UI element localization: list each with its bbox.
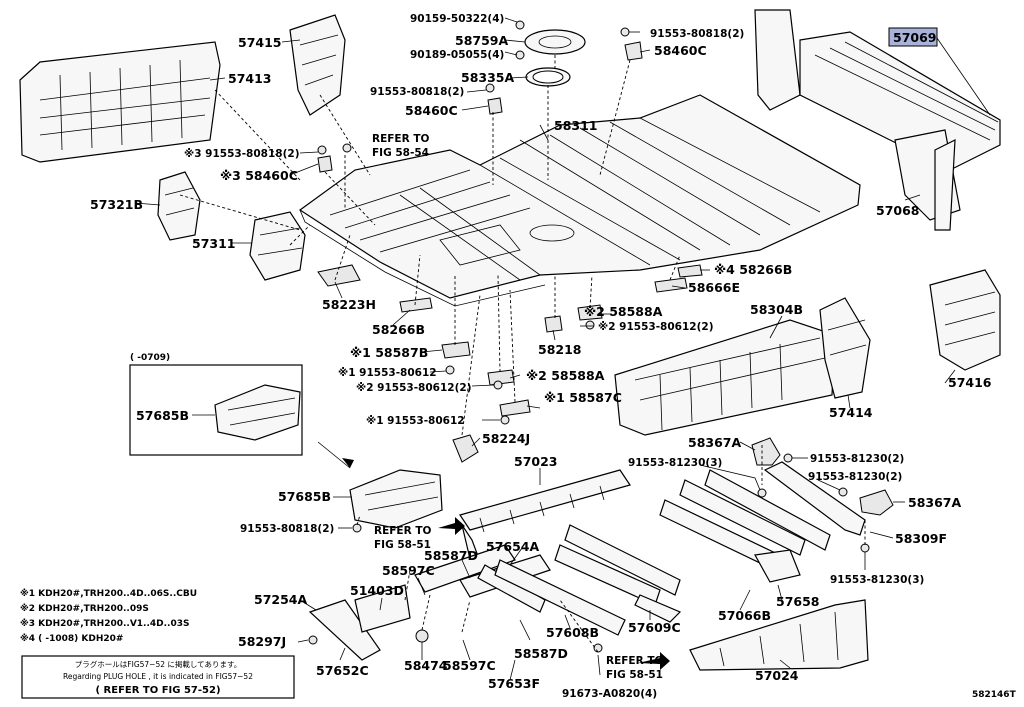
label-91553-80612-d[interactable]: ※2 91553-80612(2) <box>598 321 714 333</box>
label-57658[interactable]: 57658 <box>776 594 820 609</box>
bracket-58367A[interactable] <box>751 437 894 516</box>
footnote-3: ※3 KDH20#,TRH200..V1..4D..03S <box>20 618 189 629</box>
rail-57023[interactable] <box>459 469 631 581</box>
label-91553-80818-a[interactable]: 91553-80818(2) <box>650 28 744 40</box>
label-51403D[interactable]: 51403D <box>350 583 404 598</box>
label-57066B[interactable]: 57066B <box>718 608 771 623</box>
cover-57685B[interactable] <box>349 469 443 529</box>
label-91553-81230-b[interactable]: 91553-81230(2) <box>810 453 904 465</box>
refer-1-line2[interactable]: FIG 58-54 <box>372 147 429 159</box>
label-58266B-a[interactable]: 58266B <box>372 322 425 337</box>
arrow-to-57685B <box>317 441 351 469</box>
label-58304B[interactable]: 58304B <box>750 302 803 317</box>
label-91553-80818-c[interactable]: ※3 91553-80818(2) <box>184 148 300 160</box>
label-57068[interactable]: 57068 <box>876 203 920 218</box>
label-57024[interactable]: 57024 <box>755 668 799 683</box>
label-91553-80818-b[interactable]: 91553-80818(2) <box>370 86 464 98</box>
panel-57414[interactable] <box>819 297 871 399</box>
label-58587C[interactable]: ※1 58587C <box>544 390 622 405</box>
label-58309F[interactable]: 58309F <box>895 531 947 546</box>
label-57413[interactable]: 57413 <box>228 71 272 86</box>
label-91553-80818-d[interactable]: 91553-80818(2) <box>240 523 334 535</box>
assembly-lines <box>179 55 866 653</box>
label-91553-80612-c[interactable]: ※1 91553-80612 <box>366 415 465 427</box>
inset-box <box>129 364 303 456</box>
label-58597C-b[interactable]: 58597C <box>443 658 496 673</box>
label-58311[interactable]: 58311 <box>554 118 598 133</box>
footnote-4: ※4 ( -1008) KDH20# <box>20 633 123 644</box>
panel-57416[interactable] <box>929 269 1001 371</box>
label-58460C-c[interactable]: ※3 58460C <box>220 168 298 183</box>
bracket-57415[interactable] <box>289 14 346 116</box>
label-57685B-inset[interactable]: 57685B <box>136 408 189 423</box>
label-58460C-a[interactable]: 58460C <box>654 43 707 58</box>
label-90189-05055[interactable]: 90189-05055(4) <box>410 49 504 61</box>
label-57609C[interactable]: 57609C <box>628 620 681 635</box>
label-58588A-a[interactable]: ※2 58588A <box>584 304 663 319</box>
label-90159-50322[interactable]: 90159-50322(4) <box>410 13 504 25</box>
label-58223H[interactable]: 58223H <box>322 297 376 312</box>
plug-note-en: Regarding PLUG HOLE , it is indicated in… <box>63 672 253 681</box>
label-57608B[interactable]: 57608B <box>546 625 599 640</box>
back-panel-57413[interactable] <box>19 41 221 163</box>
floor-pan-58311[interactable] <box>298 94 861 307</box>
label-57069[interactable]: 57069 <box>893 30 937 45</box>
label-91553-80612-a[interactable]: ※1 91553-80612 <box>338 367 437 379</box>
label-91553-80612-b[interactable]: ※2 91553-80612(2) <box>356 382 472 394</box>
label-58666E[interactable]: 58666E <box>688 280 740 295</box>
label-57254A[interactable]: 57254A <box>254 592 307 607</box>
label-58266B-b[interactable]: ※4 58266B <box>714 262 792 277</box>
label-58588A-b[interactable]: ※2 58588A <box>526 368 605 383</box>
label-58367A-a[interactable]: 58367A <box>688 435 741 450</box>
bar-58309F[interactable] <box>763 461 866 536</box>
footnote-1: ※1 KDH20#,TRH200..4D..06S..CBU <box>20 588 197 599</box>
label-58297J[interactable]: 58297J <box>238 634 286 649</box>
panel-57311[interactable] <box>249 211 306 281</box>
footnote-2: ※2 KDH20#,TRH200..09S <box>20 603 149 614</box>
refer-2-line2[interactable]: FIG 58-51 <box>374 539 431 551</box>
label-58335A[interactable]: 58335A <box>461 70 514 85</box>
label-57414[interactable]: 57414 <box>829 405 873 420</box>
rail-57024[interactable] <box>689 599 869 671</box>
label-57416[interactable]: 57416 <box>948 375 992 390</box>
label-57023[interactable]: 57023 <box>514 454 558 469</box>
lower-members[interactable] <box>308 469 831 661</box>
refer-2-line1[interactable]: REFER TO <box>374 525 432 537</box>
label-57311[interactable]: 57311 <box>192 236 236 251</box>
label-58597C-a[interactable]: 58597C <box>382 563 435 578</box>
plug-note-ref[interactable]: ( REFER TO FIG 57-52) <box>95 685 220 696</box>
leader-lines <box>134 17 991 681</box>
label-91673-A0820[interactable]: 91673-A0820(4) <box>562 688 657 700</box>
label-91553-81230-c[interactable]: 91553-81230(2) <box>808 471 902 483</box>
label-57654A[interactable]: 57654A <box>486 539 539 554</box>
small-parts[interactable] <box>308 20 870 653</box>
label-57415[interactable]: 57415 <box>238 35 282 50</box>
label-58587D-a[interactable]: 58587D <box>424 548 478 563</box>
label-91553-81230-a[interactable]: 91553-81230(3) <box>628 457 722 469</box>
refer-3-line1[interactable]: REFER TO <box>606 655 664 667</box>
diagram-code: 582146T <box>972 690 1017 700</box>
inset-label: ( -0709) <box>130 353 170 363</box>
label-57653F[interactable]: 57653F <box>488 676 540 691</box>
label-58759A[interactable]: 58759A <box>455 33 508 48</box>
panel-57321B[interactable] <box>157 171 201 241</box>
refer-1-line1[interactable]: REFER TO <box>372 133 430 145</box>
label-58218[interactable]: 58218 <box>538 342 582 357</box>
plug-note-jp: プラグホールはFIG57−52 に掲載してあります。 <box>75 659 241 669</box>
cross-member-58304B[interactable] <box>614 319 836 436</box>
label-91553-81230-d[interactable]: 91553-81230(3) <box>830 574 924 586</box>
refer-3-line2[interactable]: FIG 58-51 <box>606 669 663 681</box>
label-58587B[interactable]: ※1 58587B <box>350 345 428 360</box>
label-58367A-b[interactable]: 58367A <box>908 495 961 510</box>
label-58474[interactable]: 58474 <box>404 658 448 673</box>
label-58460C-b[interactable]: 58460C <box>405 103 458 118</box>
label-57685B[interactable]: 57685B <box>278 489 331 504</box>
label-58587D-b[interactable]: 58587D <box>514 646 568 661</box>
plug-hole-note: プラグホールはFIG57−52 に掲載してあります。 Regarding PLU… <box>21 655 295 699</box>
label-57321B[interactable]: 57321B <box>90 197 143 212</box>
label-58224J[interactable]: 58224J <box>482 431 530 446</box>
label-57652C[interactable]: 57652C <box>316 663 369 678</box>
